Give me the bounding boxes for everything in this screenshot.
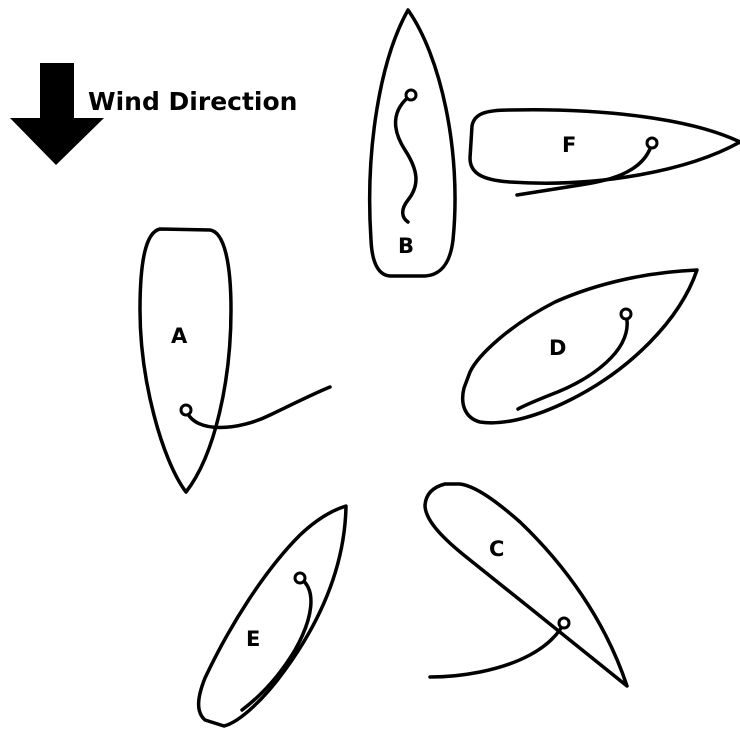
boat-f: F <box>470 110 740 195</box>
boat-f-hull <box>470 110 740 183</box>
boat-b-mast <box>406 90 416 100</box>
boat-c-sail <box>430 623 564 677</box>
wind-direction-label: Wind Direction <box>88 87 297 116</box>
boat-f-mast <box>647 138 657 148</box>
boat-f-label: F <box>562 133 576 157</box>
boat-a-mast <box>181 405 191 415</box>
boat-a: A <box>140 229 330 492</box>
boat-c-mast <box>559 618 569 628</box>
boat-a-hull <box>140 229 231 492</box>
boat-e-hull <box>199 506 346 726</box>
boat-b-label: B <box>398 234 414 258</box>
boat-d-mast <box>621 309 631 319</box>
boat-c-label: C <box>489 537 504 561</box>
boat-d-hull <box>463 270 697 423</box>
boat-b: B <box>370 10 455 276</box>
boat-e-label: E <box>246 627 260 651</box>
boat-d: D <box>463 270 697 423</box>
boat-d-label: D <box>549 336 566 360</box>
boat-a-label: A <box>171 324 188 348</box>
boat-e-mast <box>295 573 305 583</box>
boat-c: C <box>425 484 627 686</box>
wind-direction-legend: Wind Direction <box>10 63 297 165</box>
boat-e: E <box>199 506 346 726</box>
